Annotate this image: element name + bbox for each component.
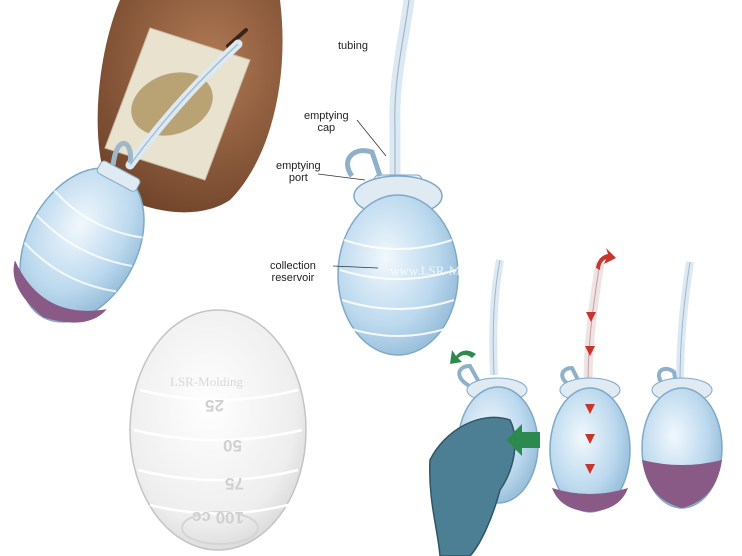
labeled-drain: www.LSR-Molding — [337, 0, 494, 356]
gloved-hand — [428, 416, 516, 556]
red-curved-arrow-icon — [596, 248, 616, 270]
step1-open-cap — [457, 363, 482, 390]
red-down-arrow-icon — [586, 312, 596, 322]
step-drain — [549, 248, 631, 513]
scale-mark-100: 100 cc — [192, 508, 244, 527]
attached-bulb — [13, 140, 145, 323]
scale-mark-25: 25 — [205, 396, 224, 415]
clear-reservoir: LSR-Molding 25 50 75 100 cc — [129, 309, 307, 551]
green-squeeze-arrow-icon — [506, 424, 540, 456]
collection-reservoir-body — [337, 194, 459, 356]
callout-lines — [317, 119, 387, 269]
step-closed — [641, 261, 723, 509]
scale-mark-75: 75 — [225, 474, 244, 493]
drain-exit-site — [226, 28, 248, 48]
scale-mark-50: 50 — [223, 436, 242, 455]
watermark-bottom: LSR-Molding — [170, 374, 243, 389]
label-tubing: tubing — [338, 40, 368, 52]
step-squeeze — [428, 259, 540, 556]
attached-drain — [13, 0, 283, 323]
emptying-cap-shape — [345, 148, 383, 178]
green-curved-arrow-icon — [450, 350, 476, 364]
watermark-center: www.LSR-Molding — [390, 263, 494, 278]
tubing-line — [389, 0, 415, 184]
